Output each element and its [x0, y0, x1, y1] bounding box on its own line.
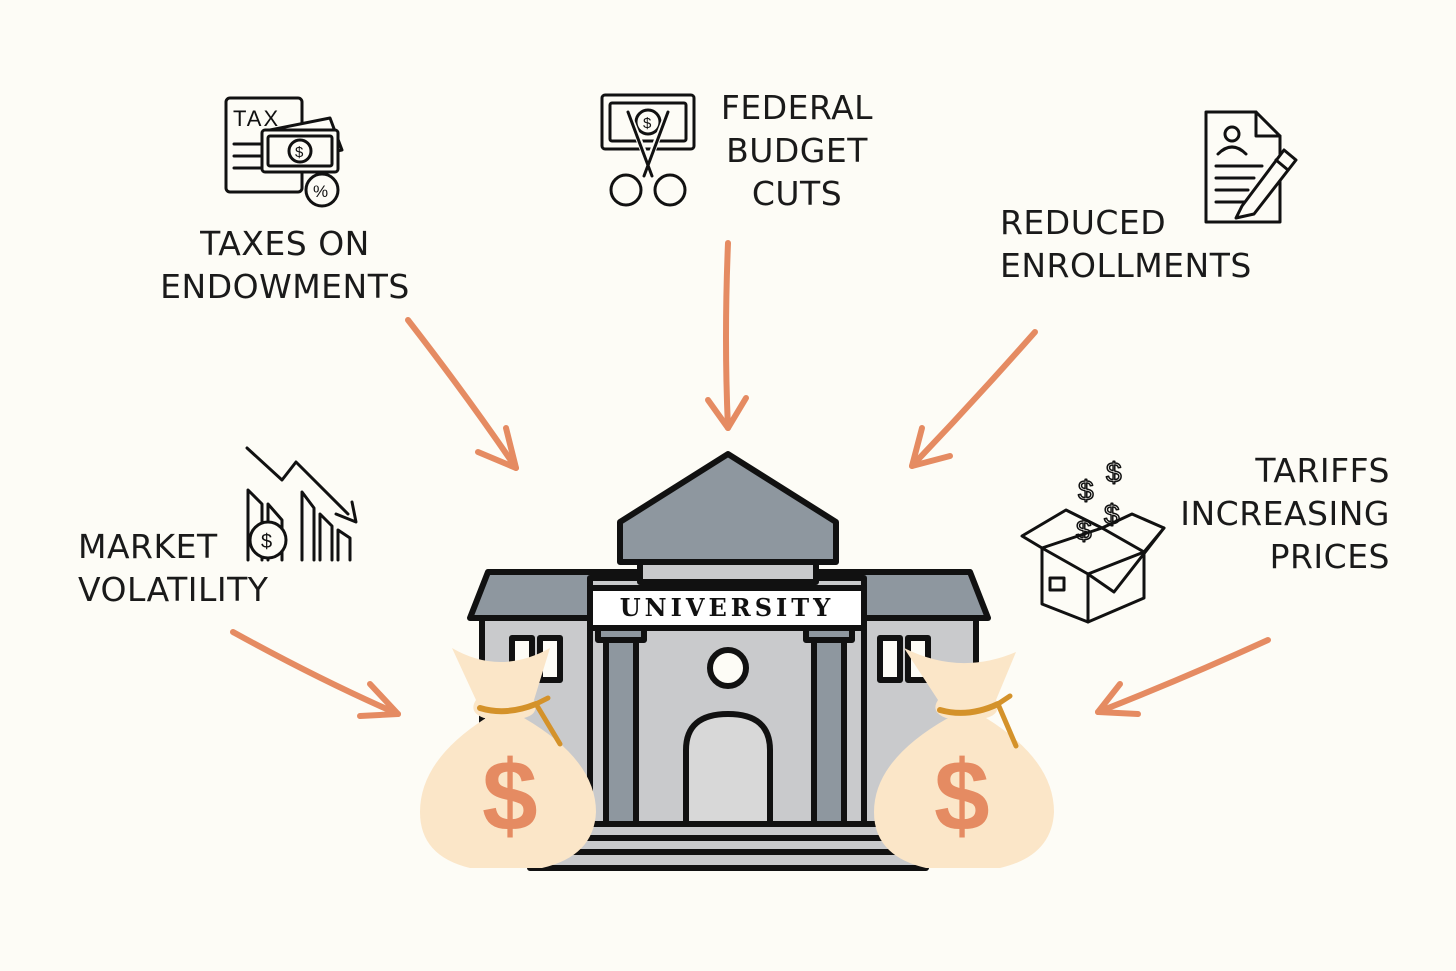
- arrow-tariffs: [1095, 637, 1271, 717]
- label-market-volatility: MARKET VOLATILITY: [78, 527, 269, 609]
- arrow-market: [230, 629, 401, 719]
- svg-text:$: $: [643, 115, 652, 132]
- svg-text:$: $: [1078, 475, 1094, 506]
- label-reduced-enrollments: REDUCED ENROLLMENTS: [1000, 203, 1252, 285]
- svg-text:$: $: [261, 531, 272, 553]
- label-federal-budget-cuts: FEDERAL BUDGET CUTS: [720, 88, 874, 213]
- money-bag-right-symbol: $: [933, 740, 991, 852]
- money-bag-left-symbol: $: [481, 740, 539, 852]
- label-tariffs-increasing-prices: TARIFFS INCREASING PRICES: [1180, 451, 1390, 576]
- svg-text:$: $: [1076, 515, 1092, 546]
- arrow-taxes: [405, 317, 519, 471]
- money-bag-left: [420, 648, 596, 868]
- svg-text:$: $: [295, 144, 304, 161]
- label-taxes-on-endowments: TAXES ON ENDOWMENTS: [160, 224, 410, 306]
- arrow-enrollment: [909, 329, 1038, 469]
- arrow-federal: [705, 240, 749, 431]
- svg-text:$: $: [1106, 457, 1122, 488]
- svg-text:%: %: [313, 182, 328, 201]
- money-bag-right: [874, 648, 1054, 868]
- svg-text:TAX: TAX: [233, 106, 280, 131]
- university-sign-text: UNIVERSITY: [619, 593, 835, 622]
- university-sign: UNIVERSITY: [590, 590, 864, 626]
